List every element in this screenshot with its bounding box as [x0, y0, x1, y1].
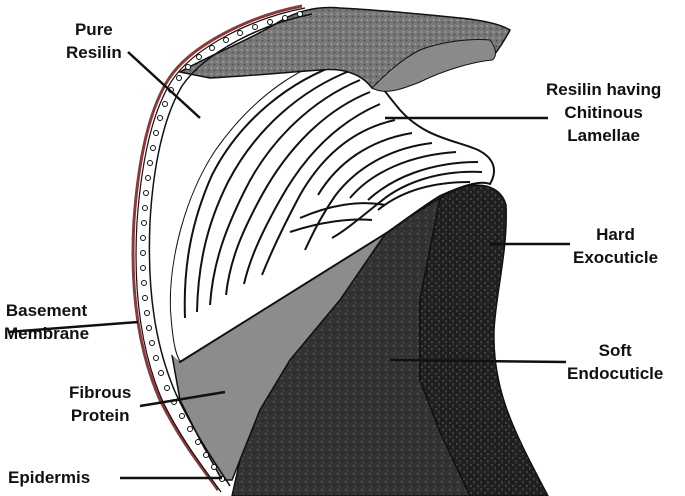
label-basement-membrane: Basement Membrane — [4, 299, 89, 345]
label-pure-resilin-line2: Resilin — [66, 43, 122, 62]
label-epidermis: Epidermis — [8, 466, 90, 489]
label-basement-membrane-line1: Basement — [5, 301, 88, 320]
hard-exocuticle-region — [419, 184, 549, 496]
epidermis-layer-inner — [148, 13, 313, 487]
leader-lines — [7, 51, 570, 480]
chitinous-lamellae-lines — [183, 61, 483, 319]
label-epidermis-line1: Epidermis — [8, 468, 91, 487]
label-hard-exocuticle: Hard Exocuticle — [573, 223, 658, 269]
leader-basement-membrane — [7, 320, 139, 334]
label-resilin-lamellae: Resilin having Chitinous Lamellae — [546, 78, 661, 147]
label-pure-resilin-line1: Pure — [74, 20, 113, 39]
label-soft-endocuticle-line2: Endocuticle — [567, 364, 664, 383]
label-hard-exocuticle-line2: Exocuticle — [573, 248, 659, 267]
epidermis-layer-outer — [135, 7, 306, 493]
pure-resilin-region — [147, 14, 358, 362]
label-soft-endocuticle-line1: Soft — [598, 341, 632, 360]
leader-pure-resilin — [127, 51, 201, 119]
label-basement-membrane-line2: Membrane — [4, 324, 90, 343]
label-hard-exocuticle-line1: Hard — [596, 225, 635, 244]
label-fibrous-protein: Fibrous Protein — [69, 381, 131, 427]
basement-membrane-line — [131, 4, 303, 491]
label-resilin-lamellae-line1: Resilin having — [546, 80, 662, 99]
label-fibrous-protein-line2: Protein — [70, 406, 130, 425]
label-resilin-lamellae-line2: Chitinous — [564, 103, 643, 122]
label-resilin-lamellae-line3: Lamellae — [567, 126, 640, 145]
label-soft-endocuticle: Soft Endocuticle — [567, 339, 663, 385]
label-fibrous-protein-line1: Fibrous — [69, 383, 132, 402]
cap-lobe — [371, 39, 496, 92]
leader-fibrous-protein — [139, 390, 226, 408]
label-pure-resilin: Pure Resilin — [66, 18, 122, 64]
leader-soft-endocuticle — [389, 358, 567, 364]
